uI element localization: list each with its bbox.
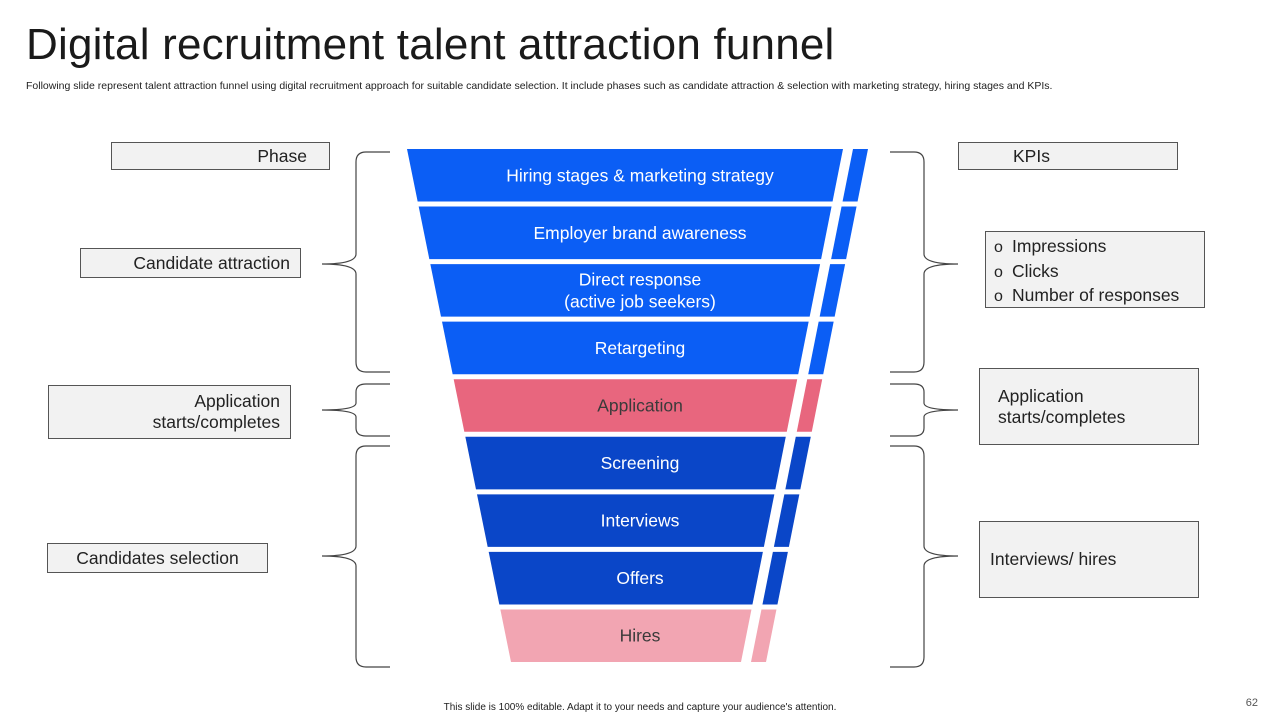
kpi-item: o Clicks (994, 260, 1196, 285)
slide-subtitle: Following slide represent talent attract… (26, 80, 1053, 92)
funnel-stage-label: Employer brand awareness (533, 223, 746, 243)
funnel-stage-label: Interviews (601, 511, 680, 531)
funnel-stages: Hiring stages & marketing strategyEmploy… (407, 149, 868, 662)
funnel-stage-label: Hires (620, 626, 661, 646)
phase-line: starts/completes (152, 412, 280, 432)
right-brace-attraction (890, 151, 959, 373)
funnel-stage-label: (active job seekers) (564, 291, 716, 311)
phase-line: Candidates selection (76, 547, 239, 568)
left-brace-attraction (321, 151, 390, 373)
kpi-item-label: Impressions (1012, 236, 1107, 256)
funnel-stage-label: Direct response (579, 269, 702, 289)
funnel-stage (453, 379, 798, 432)
phase-header-label: Phase (257, 145, 307, 166)
left-brace-application (321, 383, 390, 437)
funnel-stage-strip (773, 494, 800, 547)
kpi-line: starts/completes (998, 406, 1126, 427)
kpi-line: Interviews/ hires (990, 549, 1117, 569)
funnel-stage-label: Application (597, 396, 683, 416)
footer-note: This slide is 100% editable. Adapt it to… (443, 702, 837, 713)
funnel-stage (407, 149, 843, 202)
funnel-stage (465, 436, 786, 490)
funnel-stage-strip (785, 436, 811, 490)
phase-header: Phase (111, 142, 330, 170)
kpi-item: o Number of responses (994, 284, 1196, 309)
kpi-item: o Impressions (994, 235, 1196, 260)
phase-application: Application starts/completes (48, 385, 291, 439)
funnel-stage-label: Offers (616, 568, 664, 588)
kpi-item-label: Number of responses (1012, 285, 1180, 305)
kpi-item-label: Clicks (1012, 260, 1059, 281)
funnel-stage (477, 494, 775, 547)
kpi-selection-box: Interviews/ hires (979, 521, 1199, 598)
funnel-stage (500, 609, 752, 662)
funnel-stage-strip (819, 264, 846, 317)
kpi-line: Application (998, 385, 1084, 406)
bullet-icon: o (994, 263, 1003, 281)
funnel-stage-strip (808, 321, 834, 375)
phase-candidate-attraction: Candidate attraction (80, 248, 301, 278)
bullet-icon: o (994, 239, 1003, 256)
funnel-stage-strip (751, 609, 777, 662)
funnel-stage-strip (796, 379, 823, 432)
right-brace-selection (890, 445, 959, 668)
phase-line: Application (194, 391, 280, 411)
funnel-stage (430, 264, 821, 317)
kpi-application-box: Application starts/completes (979, 368, 1199, 445)
funnel-stage (418, 206, 832, 260)
funnel-stage-strip (831, 206, 857, 260)
phase-line: Candidate attraction (133, 252, 290, 273)
funnel-stage-label: Screening (601, 453, 680, 473)
bullet-icon: o (994, 288, 1003, 305)
phase-candidates-selection: Candidates selection (47, 543, 268, 573)
funnel-stage-label: Hiring stages & marketing strategy (506, 165, 774, 185)
slide-title: Digital recruitment talent attraction fu… (26, 20, 835, 69)
funnel-stage-label: Retargeting (595, 338, 685, 358)
funnel-stage-strip (842, 149, 868, 202)
kpis-header-label: KPIs (1013, 145, 1050, 166)
funnel-stage (442, 321, 809, 375)
funnel-stage-strip (762, 551, 788, 605)
funnel-stage (488, 551, 763, 605)
left-brace-selection (321, 445, 390, 668)
kpis-header: KPIs (958, 142, 1178, 170)
page-number: 62 (1245, 697, 1258, 709)
braces-group (321, 151, 959, 668)
right-brace-application (890, 383, 959, 437)
